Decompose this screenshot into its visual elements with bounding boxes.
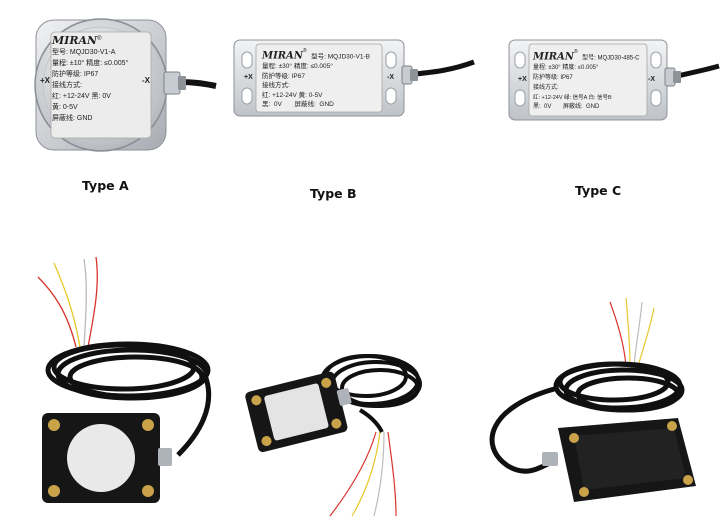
sensor-c-line1: 红: +12-24V 绿: 信号A 白: 信号B xyxy=(533,94,612,101)
sensor-a-line3: 屏蔽线: GND xyxy=(52,114,93,122)
sensor-a-model: 型号: MQJD30-V1-A xyxy=(52,48,116,56)
brand-logo: MIRAN xyxy=(533,51,574,63)
sensor-type-c-image xyxy=(508,39,720,121)
caption-type-b: Type B xyxy=(310,186,357,201)
sensor-c-line2: 黑: 0V 屏蔽线: GND xyxy=(533,104,600,111)
caption-type-a: Type A xyxy=(82,178,129,193)
sensor-b-minus-x: -X xyxy=(387,74,394,81)
sensor-c-range: 量程: ±30° 精度: ≤0.005° xyxy=(533,65,599,72)
sensor-b-line1: 红: +12-24V 黄: 0-5V xyxy=(262,91,323,99)
sensor-c-plus-x: +X xyxy=(518,76,527,83)
black-sensor-photo-right xyxy=(489,297,696,502)
sensor-a-minus-x: -X xyxy=(142,76,150,85)
sensor-c-ip: 防护等级: IP67 xyxy=(533,74,573,81)
sensor-a-line2: 黄: 0-5V xyxy=(52,103,78,111)
sensor-a-wiring: 接线方式: xyxy=(52,81,82,89)
sensor-c-label: MIRAN® 型号: MQJD30-485-C 量程: ±30° 精度: ≤0.… xyxy=(533,48,651,113)
sensor-a-label: MIRAN® 型号: MQJD30-V1-A 量程: ±10° 精度: ≤0.0… xyxy=(52,34,152,124)
sensor-c-wiring: 接线方式: xyxy=(533,84,559,91)
sensor-b-range: 量程: ±30° 精度: ≤0.005° xyxy=(262,62,333,70)
black-sensor-photo-middle xyxy=(245,354,422,517)
registered-mark: ® xyxy=(302,48,307,54)
black-sensor-photo-left xyxy=(37,256,212,503)
sensor-a-range: 量程: ±10° 精度: ≤0.005° xyxy=(52,59,129,67)
sensor-b-line2: 黑: 0V 屏蔽线: GND xyxy=(262,101,334,109)
sensor-type-b-image xyxy=(233,39,475,117)
sensor-b-wiring: 接线方式: xyxy=(262,82,290,90)
sensor-a-plus-x: +X xyxy=(40,76,51,85)
sensor-b-label: MIRAN® 型号: MQJD30-V1-B 量程: ±30° 精度: ≤0.0… xyxy=(262,47,390,110)
sensor-type-a-image xyxy=(34,18,217,152)
sensor-a-ip: 防护等级: IP67 xyxy=(52,70,99,78)
sensor-c-model: 型号: MQJD30-485-C xyxy=(582,55,640,62)
registered-mark: ® xyxy=(97,36,102,42)
sensor-b-plus-x: +X xyxy=(244,74,253,81)
sensor-b-ip: 防护等级: IP67 xyxy=(262,72,305,80)
caption-type-c: Type C xyxy=(575,183,622,198)
registered-mark: ® xyxy=(573,49,578,55)
sensor-b-model: 型号: MQJD30-V1-B xyxy=(311,53,370,61)
sensor-c-minus-x: -X xyxy=(648,76,655,83)
brand-logo: MIRAN xyxy=(262,50,303,62)
sensor-a-line1: 红: +12-24V 黑: 0V xyxy=(52,92,111,100)
brand-logo: MIRAN xyxy=(52,33,98,47)
